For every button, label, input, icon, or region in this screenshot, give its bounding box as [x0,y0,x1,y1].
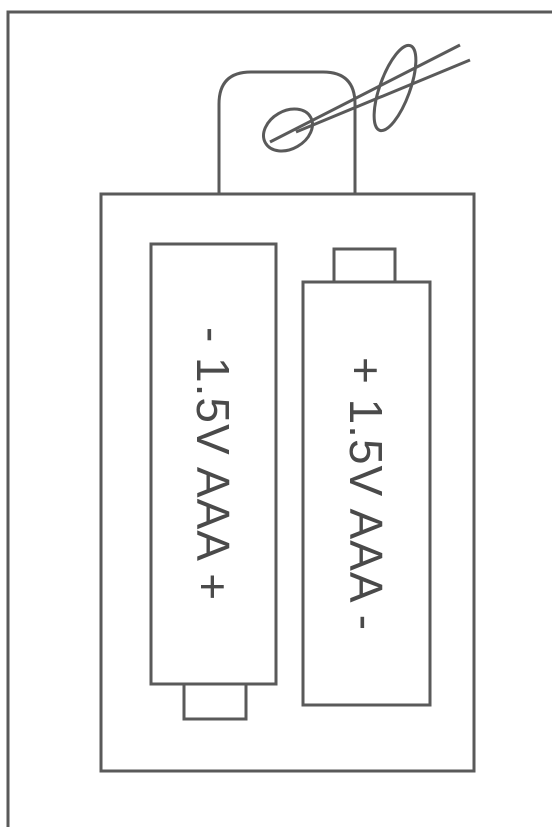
device-frame [6,10,552,827]
battery-left: - 1.5V AAA + [149,242,278,721]
battery-left-terminal [182,682,248,721]
battery-right-label: + 1.5V AAA - [340,357,392,631]
ring-hook [262,43,418,153]
battery-right-body [301,280,432,707]
battery-right: + 1.5V AAA - [301,247,432,707]
battery-left-body [149,242,278,686]
battery-left-label: - 1.5V AAA + [187,327,239,601]
battery-right-terminal [332,247,397,284]
tweezers-icon [269,43,471,144]
